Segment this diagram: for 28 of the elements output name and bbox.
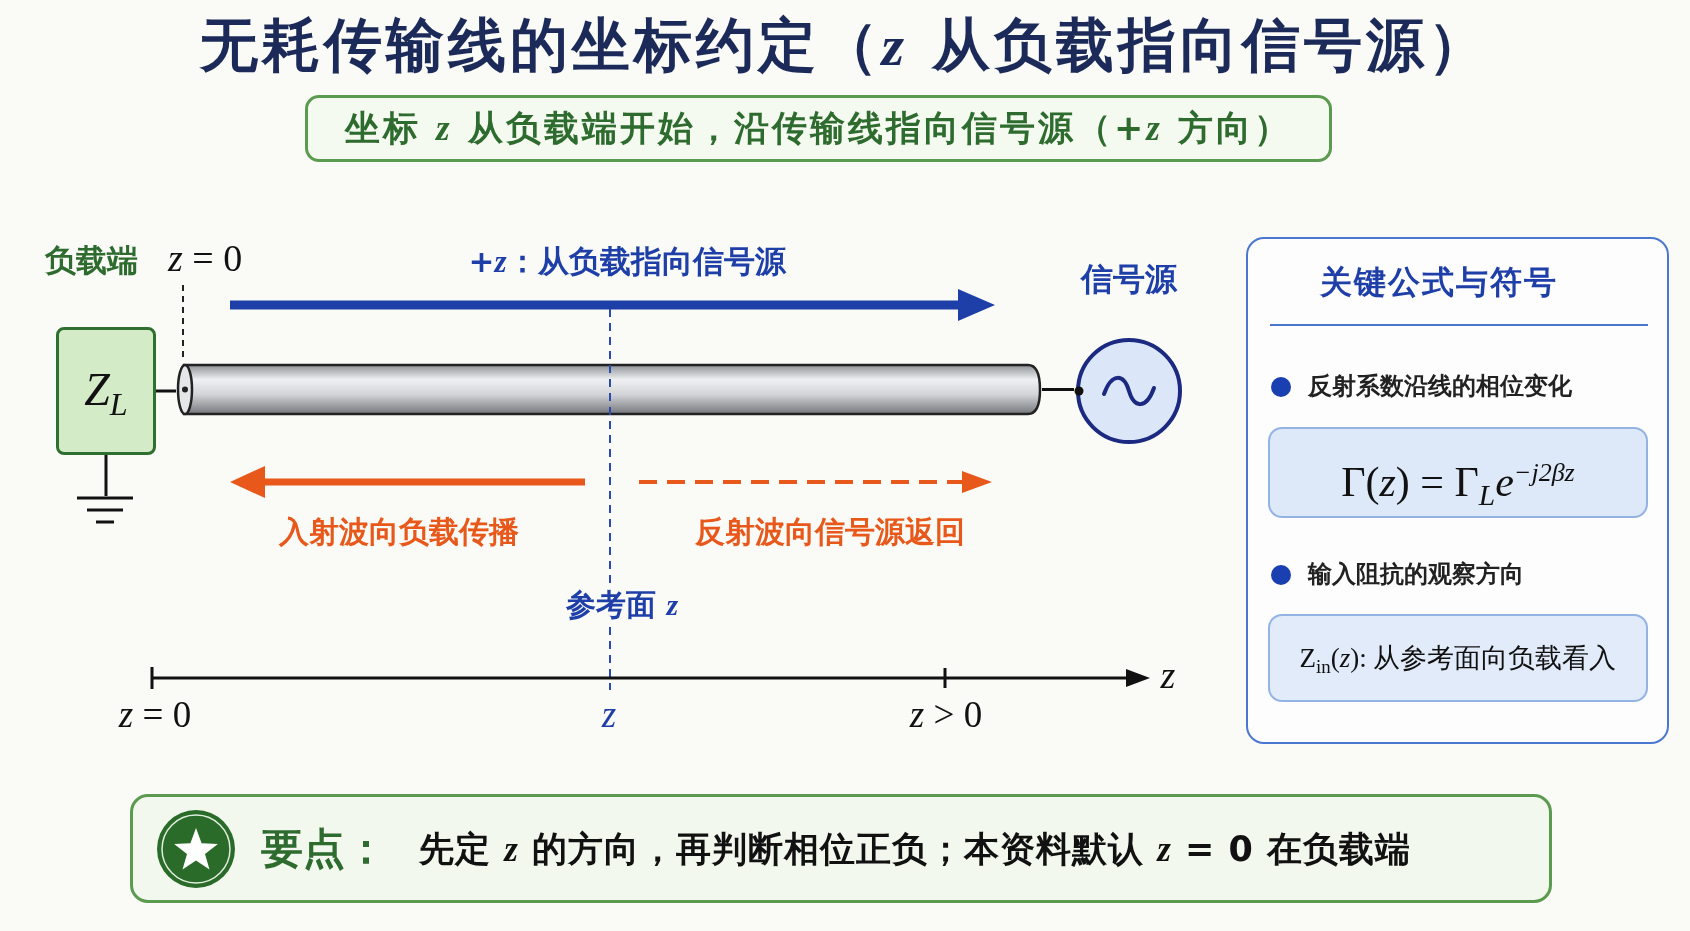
bullet-text: 输入阻抗的观察方向 [1308,559,1524,590]
page-title: 无耗传输线的坐标约定（z 从负载指向信号源） [199,10,1491,81]
axis-label: z [1160,653,1176,697]
key-point-heading: 要点： [261,822,387,875]
end-label: 负载端 [45,241,138,280]
reference-plane-label: 参考面 z [565,585,679,624]
subtitle-banner: 坐标 z 从负载端开始，沿传输线指向信号源（+z 方向） [305,95,1332,162]
wire [1042,388,1074,391]
tick-label: z > 0 [909,692,983,736]
definition-box: Z$_{in}$(z): 从参考面向负载看入 [1268,614,1648,702]
wave-label: 反射波向信号源返回 [695,512,965,551]
tick-label: z [601,692,617,736]
formula-box: Γ(z) = Γ$_{L}$e$^{−j2βz}$ [1268,427,1648,518]
bullet-text: 反射系数沿线的相位变化 [1308,371,1572,402]
direction-label: +z：从负载指向信号源 [468,242,786,281]
wave-label: 入射波向负载传播 [279,512,519,551]
wire [156,389,176,393]
position-label: z = 0 [168,236,243,280]
transmission-line [176,363,1042,416]
panel-heading: 关键公式与符号 [1320,262,1558,303]
source-label: 信号源 [1079,259,1178,300]
ground-symbol [77,496,133,526]
key-point-box [130,794,1552,903]
load-impedance-box: Z$_{L}$ [56,327,156,455]
key-point-text: 先定 z 的方向，再判断相位正负；本资料默认 z = 0 在负载端 [419,827,1412,870]
wire [104,455,108,496]
formula-panel [1246,237,1669,744]
tick-label: z = 0 [118,692,192,736]
